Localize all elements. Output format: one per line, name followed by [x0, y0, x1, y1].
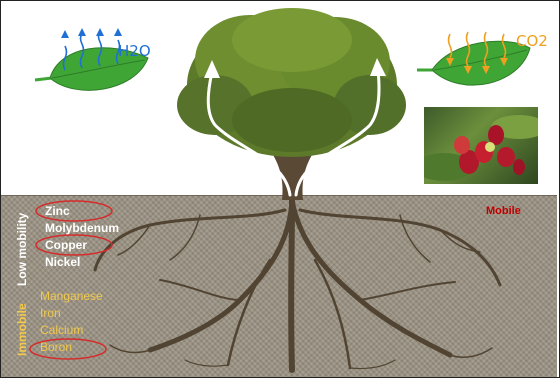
nutrient-boron: Boron [40, 340, 72, 354]
immobile-label: Immobile [15, 303, 29, 356]
mobile-label: Mobile [486, 205, 521, 217]
co2-label: CO2 [516, 32, 548, 50]
leaf-water-illustration [30, 30, 160, 100]
low-mobility-label: Low mobility [15, 213, 29, 286]
nutrient-zinc: Zinc [45, 204, 70, 218]
plant-photo [424, 107, 538, 184]
nutrient-copper: Copper [45, 238, 87, 252]
water-label: H2O [118, 42, 151, 60]
root-system [95, 200, 500, 370]
nutrient-nickel: Nickel [45, 255, 80, 269]
nutrient-iron: Iron [40, 306, 61, 320]
nutrient-manganese: Manganese [40, 289, 103, 303]
nutrient-calcium: Calcium [40, 323, 83, 337]
nutrient-molybdenum: Molybdenum [45, 221, 119, 235]
